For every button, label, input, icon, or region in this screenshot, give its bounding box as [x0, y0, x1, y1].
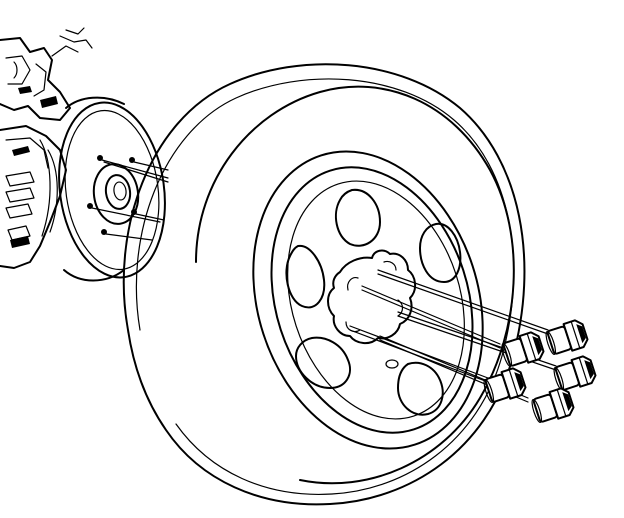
lug-nut [553, 355, 597, 391]
lug-nut [501, 331, 545, 367]
tire-and-wheel [122, 63, 526, 506]
wheel-hub [87, 155, 140, 235]
wheel-center-hub [327, 249, 416, 369]
steering-knuckle [0, 27, 93, 121]
tire [122, 63, 526, 506]
hub-to-wheel-guide-lines [91, 159, 169, 241]
wheel-spoke-openings [285, 188, 462, 416]
lug-nut [545, 319, 589, 355]
lug-nut [531, 387, 575, 423]
wheel-to-lug-nut-guide-lines [349, 269, 557, 403]
brake-caliper [0, 125, 67, 269]
hub-brake-assembly [0, 27, 166, 282]
lug-nuts [483, 319, 597, 423]
lug-nut [483, 367, 527, 403]
